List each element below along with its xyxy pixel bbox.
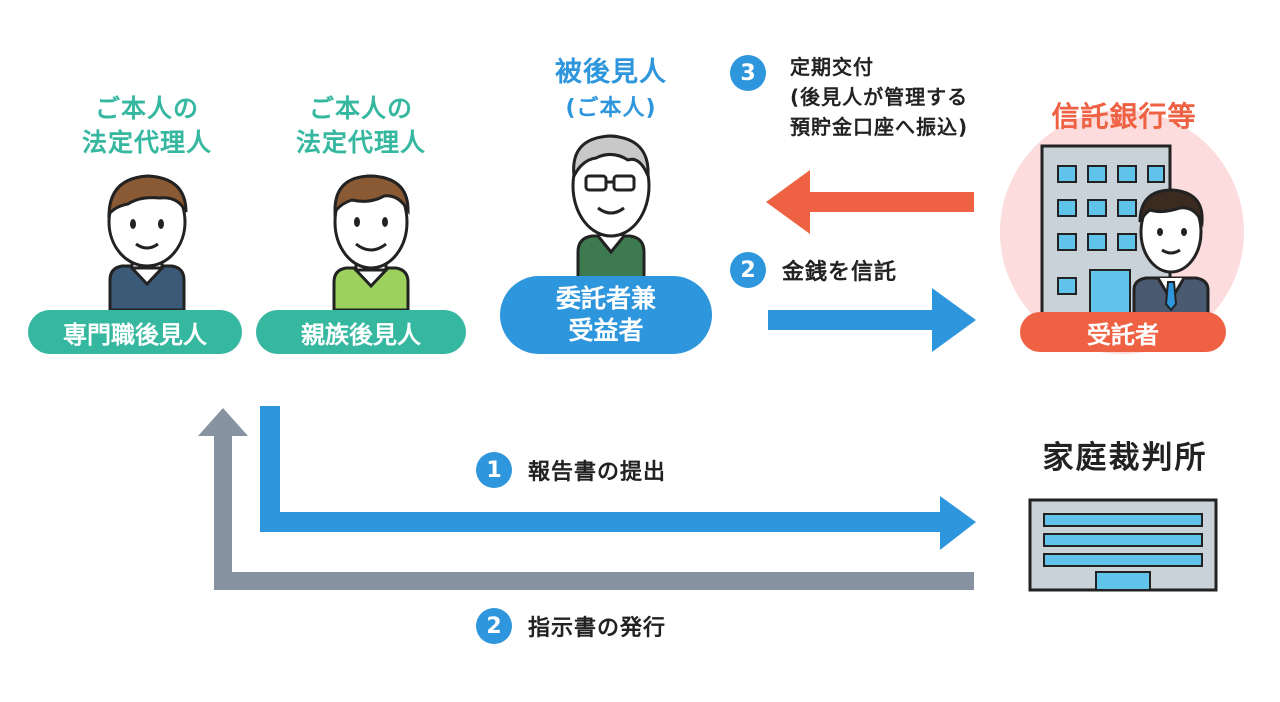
relative-person-icon (332, 174, 410, 312)
title-line: ご本人の (308, 94, 413, 123)
court-title-text: 家庭裁判所 (1042, 440, 1208, 476)
step3-marker: 3 (730, 55, 782, 91)
title-line: 法定代理人 (81, 128, 212, 157)
elderly-person-icon (571, 134, 651, 292)
ward-subtitle: (ご本人) (506, 92, 716, 126)
relative-guardian-title: ご本人の 法定代理人 (266, 92, 456, 160)
court-title: 家庭裁判所 (1020, 432, 1230, 477)
arrow-report-submission (260, 406, 976, 550)
step3-line: 定期交付 (790, 55, 874, 79)
step-label: 金銭を信託 (782, 260, 898, 285)
step-number-badge: 2 (476, 608, 512, 644)
title-line: 法定代理人 (295, 128, 426, 157)
step3-line: (後見人が管理する (790, 85, 969, 109)
step-label: 指示書の発行 (528, 616, 667, 641)
arrow-instruction-issue (198, 408, 974, 590)
ward-subtitle-text: (ご本人) (565, 96, 657, 121)
badge-label: 受託者 (1087, 320, 1159, 349)
step-number-badge: 2 (730, 252, 766, 288)
bank-title: 信託銀行等 (1026, 100, 1222, 134)
step3-label: 定期交付 (後見人が管理する 預貯金口座へ振込) (790, 52, 968, 142)
badge-line: 受益者 (568, 316, 644, 345)
trustee-badge: 受託者 (1020, 312, 1226, 352)
step-number-badge: 1 (476, 452, 512, 488)
professional-guardian-title: ご本人の 法定代理人 (52, 92, 242, 160)
court-building-icon (1028, 498, 1218, 592)
arrow-money-trust (768, 288, 976, 352)
step-number-badge: 3 (730, 55, 766, 91)
banker-person-icon (1132, 188, 1210, 318)
step2-money-trust: 2 金銭を信託 (730, 252, 897, 288)
bank-title-text: 信託銀行等 (1051, 100, 1197, 133)
step1-report: 1 報告書の提出 (476, 452, 666, 488)
badge-line: 委託者兼 (555, 284, 656, 313)
ward-title-text: 被後見人 (555, 57, 667, 88)
professional-guardian-badge: 専門職後見人 (28, 310, 242, 354)
arrow-periodic-delivery (766, 170, 974, 234)
step-label: 報告書の提出 (528, 460, 667, 485)
professional-person-icon (107, 174, 188, 312)
step2-instruction: 2 指示書の発行 (476, 608, 666, 644)
title-line: ご本人の (94, 94, 199, 123)
badge-label: 親族後見人 (301, 320, 421, 349)
ward-title: 被後見人 (506, 56, 716, 90)
relative-guardian-badge: 親族後見人 (256, 310, 466, 354)
ward-badge: 委託者兼 受益者 (500, 276, 712, 354)
step3-line: 預貯金口座へ振込) (790, 115, 969, 139)
badge-label: 専門職後見人 (63, 320, 207, 349)
